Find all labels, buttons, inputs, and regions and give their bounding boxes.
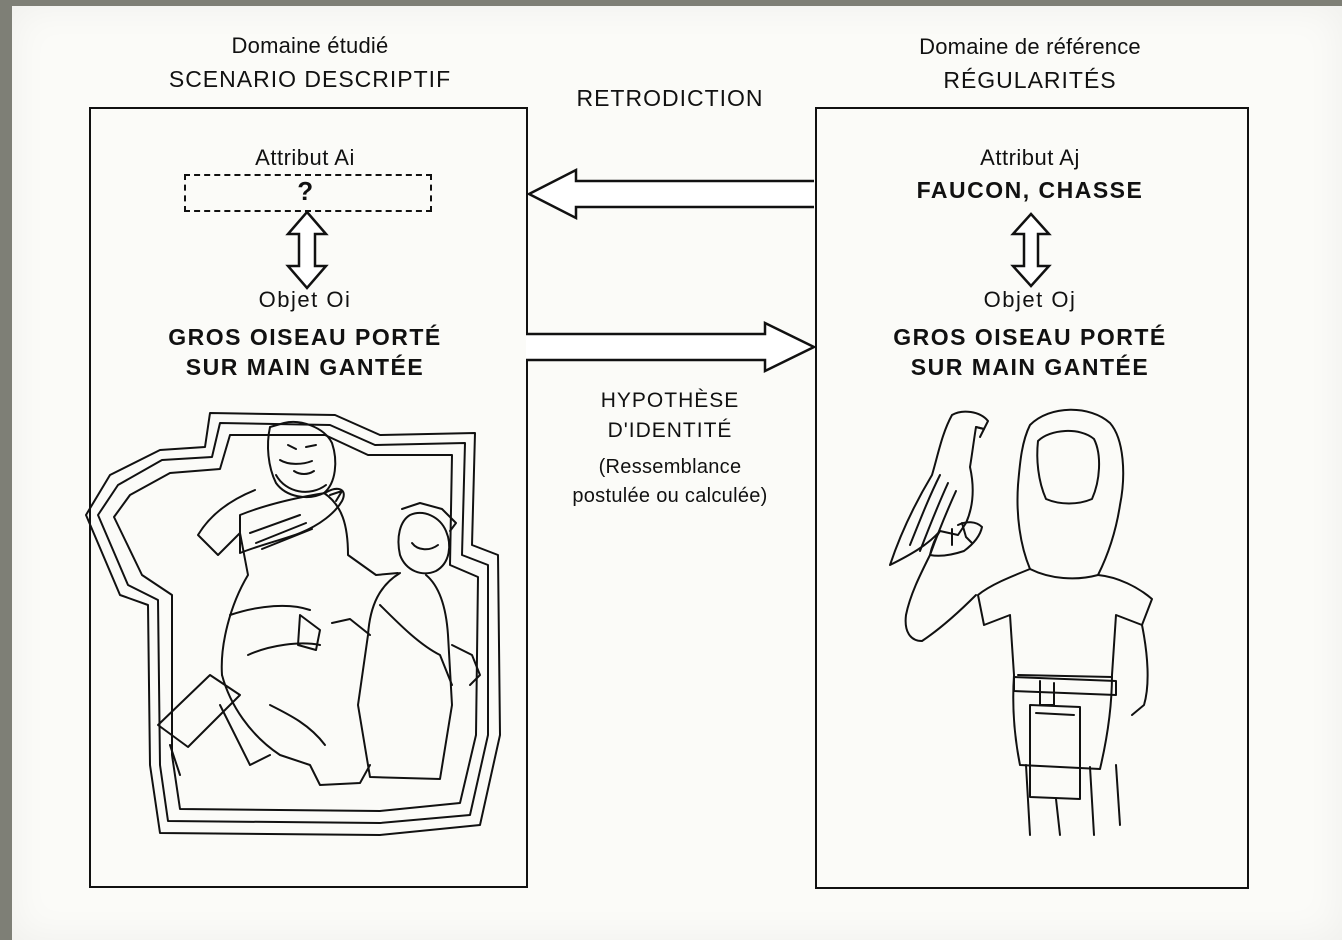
left-attribute-label: Attribut Ai bbox=[255, 145, 355, 170]
relief-sculpture-illustration bbox=[85, 412, 501, 836]
right-domain-header: Domaine de référence bbox=[919, 34, 1141, 59]
unknown-attribute-box bbox=[184, 174, 432, 212]
right-object-label: Objet Oj bbox=[983, 287, 1077, 312]
right-object-desc-line2: SUR MAIN GANTÉE bbox=[910, 354, 1150, 380]
hypothesis-line1: HYPOTHÈSE bbox=[600, 389, 740, 412]
right-attribute-label: Attribut Aj bbox=[980, 145, 1080, 170]
studied-domain-box bbox=[89, 107, 528, 888]
left-object-label: Objet Oi bbox=[258, 287, 352, 312]
right-attribute-value: FAUCON, CHASSE bbox=[916, 177, 1144, 203]
note-line1: (Ressemblance bbox=[598, 456, 742, 478]
unknown-attribute-value: ? bbox=[297, 176, 315, 206]
note-line2: postulée ou calculée) bbox=[572, 485, 768, 507]
reference-domain-box bbox=[815, 107, 1249, 889]
hypothesis-line2: D'IDENTITÉ bbox=[607, 419, 733, 442]
left-object-desc-line1: GROS OISEAU PORTÉ bbox=[168, 324, 442, 350]
right-double-arrow bbox=[1010, 212, 1052, 288]
falconer-illustration bbox=[889, 408, 1153, 836]
hypothesis-arrow-right bbox=[526, 320, 817, 374]
left-object-desc-line2: SUR MAIN GANTÉE bbox=[185, 354, 425, 380]
figure-page bbox=[12, 6, 1342, 940]
right-object-desc-line1: GROS OISEAU PORTÉ bbox=[893, 324, 1167, 350]
left-double-arrow bbox=[285, 210, 329, 290]
retrodiction-arrow-left bbox=[526, 167, 814, 221]
left-domain-header: Domaine étudié bbox=[231, 33, 389, 58]
retrodiction-label: RETRODICTION bbox=[576, 85, 764, 111]
left-domain-subheader: SCENARIO DESCRIPTIF bbox=[168, 66, 452, 92]
right-domain-subheader: RÉGULARITÉS bbox=[943, 67, 1117, 93]
